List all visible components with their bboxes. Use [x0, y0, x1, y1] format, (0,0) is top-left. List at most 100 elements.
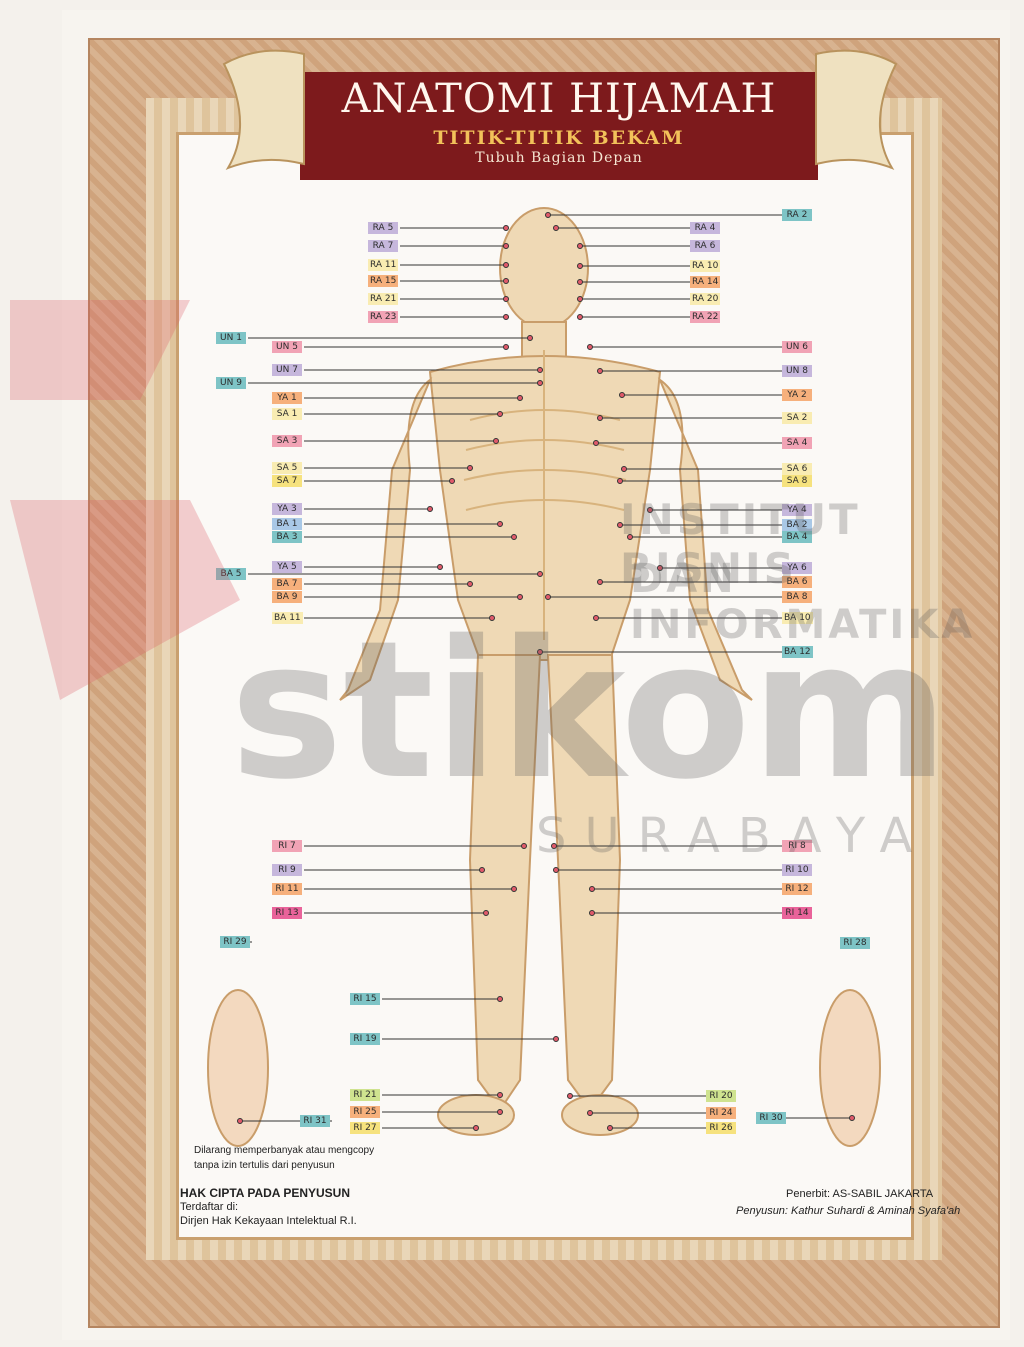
point-label-ya-4: YA 4 — [782, 504, 812, 516]
point-label-ba-12: BA 12 — [782, 646, 813, 658]
point-marker-ra-7 — [504, 244, 509, 249]
copyright-text: HAK CIPTA PADA PENYUSUN — [180, 1186, 350, 1200]
point-label-ri-11: RI 11 — [272, 883, 302, 895]
point-label-ri-31: RI 31 — [300, 1115, 330, 1127]
point-marker-ba-2 — [618, 523, 623, 528]
point-label-ra-14: RA 14 — [690, 276, 720, 288]
point-marker-un-7 — [538, 368, 543, 373]
point-label-ra-11: RA 11 — [368, 259, 398, 271]
point-label-ri-24: RI 24 — [706, 1107, 736, 1119]
point-marker-ri-25 — [498, 1110, 503, 1115]
point-label-ra-4: RA 4 — [690, 222, 720, 234]
point-marker-ya-6 — [658, 566, 663, 571]
registrar-text: Dirjen Hak Kekayaan Intelektual R.I. — [180, 1215, 357, 1227]
point-marker-ra-11 — [504, 263, 509, 268]
right-leg — [548, 655, 620, 1110]
point-marker-ba-5 — [538, 572, 543, 577]
point-marker-ba-3 — [512, 535, 517, 540]
point-label-ri-20: RI 20 — [706, 1090, 736, 1102]
point-marker-ri-11 — [512, 887, 517, 892]
point-label-ri-28: RI 28 — [840, 937, 870, 949]
point-marker-ra-10 — [578, 264, 583, 269]
left-leg — [470, 655, 540, 1110]
point-label-ba-1: BA 1 — [272, 518, 302, 530]
point-marker-sa-2 — [598, 416, 603, 421]
point-label-ra-6: RA 6 — [690, 240, 720, 252]
point-marker-ra-4 — [554, 226, 559, 231]
point-label-un-7: UN 7 — [272, 364, 302, 376]
point-label-ri-15: RI 15 — [350, 993, 380, 1005]
point-label-un-5: UN 5 — [272, 341, 302, 353]
notice-line-2: tanpa izin tertulis dari penyusun — [194, 1160, 335, 1171]
point-marker-ri-21 — [498, 1093, 503, 1098]
point-label-ri-12: RI 12 — [782, 883, 812, 895]
right-foot — [562, 1095, 638, 1135]
point-label-ba-4: BA 4 — [782, 531, 812, 543]
point-label-sa-4: SA 4 — [782, 437, 812, 449]
point-label-un-6: UN 6 — [782, 341, 812, 353]
point-label-ya-3: YA 3 — [272, 503, 302, 515]
point-marker-ra-15 — [504, 279, 509, 284]
point-marker-un-9 — [538, 381, 543, 386]
point-marker-sa-6 — [622, 467, 627, 472]
point-label-ri-27: RI 27 — [350, 1122, 380, 1134]
point-marker-ra-14 — [578, 280, 583, 285]
point-marker-un-8 — [598, 369, 603, 374]
point-marker-ra-2 — [546, 213, 551, 218]
point-marker-ri-9 — [480, 868, 485, 873]
point-marker-ri-15 — [498, 997, 503, 1002]
point-label-ri-8: RI 8 — [782, 840, 812, 852]
point-marker-ra-23 — [504, 315, 509, 320]
left-arm — [340, 380, 430, 700]
point-marker-ya-4 — [648, 508, 653, 513]
point-marker-ri-30 — [850, 1116, 855, 1121]
point-label-sa-5: SA 5 — [272, 462, 302, 474]
point-label-ra-22: RA 22 — [690, 311, 720, 323]
point-label-sa-6: SA 6 — [782, 463, 812, 475]
point-label-ri-29: RI 29 — [220, 936, 250, 948]
point-label-un-1: UN 1 — [216, 332, 246, 344]
point-label-ya-2: YA 2 — [782, 389, 812, 401]
point-label-ra-15: RA 15 — [368, 275, 398, 287]
point-marker-sa-8 — [618, 479, 623, 484]
point-label-ra-5: RA 5 — [368, 222, 398, 234]
point-label-ba-3: BA 3 — [272, 531, 302, 543]
point-marker-ya-5 — [438, 565, 443, 570]
point-label-ba-7: BA 7 — [272, 578, 302, 590]
point-marker-ba-6 — [598, 580, 603, 585]
point-label-ri-30: RI 30 — [756, 1112, 786, 1124]
point-label-ra-10: RA 10 — [690, 260, 720, 272]
point-label-ri-7: RI 7 — [272, 840, 302, 852]
point-label-ri-10: RI 10 — [782, 864, 812, 876]
point-label-ri-26: RI 26 — [706, 1122, 736, 1134]
point-marker-ya-3 — [428, 507, 433, 512]
point-marker-ri-20 — [568, 1094, 573, 1099]
point-label-ba-11: BA 11 — [272, 612, 303, 624]
point-label-ya-6: YA 6 — [782, 562, 812, 574]
point-marker-un-5 — [504, 345, 509, 350]
point-marker-ba-10 — [594, 616, 599, 621]
point-marker-ri-13 — [484, 911, 489, 916]
point-label-ri-25: RI 25 — [350, 1106, 380, 1118]
point-marker-ba-9 — [518, 595, 523, 600]
point-marker-ra-5 — [504, 226, 509, 231]
publisher-text: Penerbit: AS-SABIL JAKARTA — [786, 1188, 933, 1200]
point-marker-sa-1 — [498, 412, 503, 417]
point-label-ri-9: RI 9 — [272, 864, 302, 876]
point-label-ba-5: BA 5 — [216, 568, 246, 580]
point-label-un-8: UN 8 — [782, 365, 812, 377]
point-marker-ra-6 — [578, 244, 583, 249]
registered-text: Terdaftar di: — [180, 1201, 238, 1213]
point-marker-ra-21 — [504, 297, 509, 302]
point-marker-sa-5 — [468, 466, 473, 471]
notice-line-1: Dilarang memperbanyak atau mengcopy — [194, 1145, 374, 1156]
point-label-ra-23: RA 23 — [368, 311, 398, 323]
point-marker-ri-10 — [554, 868, 559, 873]
point-marker-ri-26 — [608, 1126, 613, 1131]
right-sole — [820, 990, 880, 1146]
point-marker-ra-20 — [578, 297, 583, 302]
point-label-ra-7: RA 7 — [368, 240, 398, 252]
point-label-ra-2: RA 2 — [782, 209, 812, 221]
point-marker-un-6 — [588, 345, 593, 350]
